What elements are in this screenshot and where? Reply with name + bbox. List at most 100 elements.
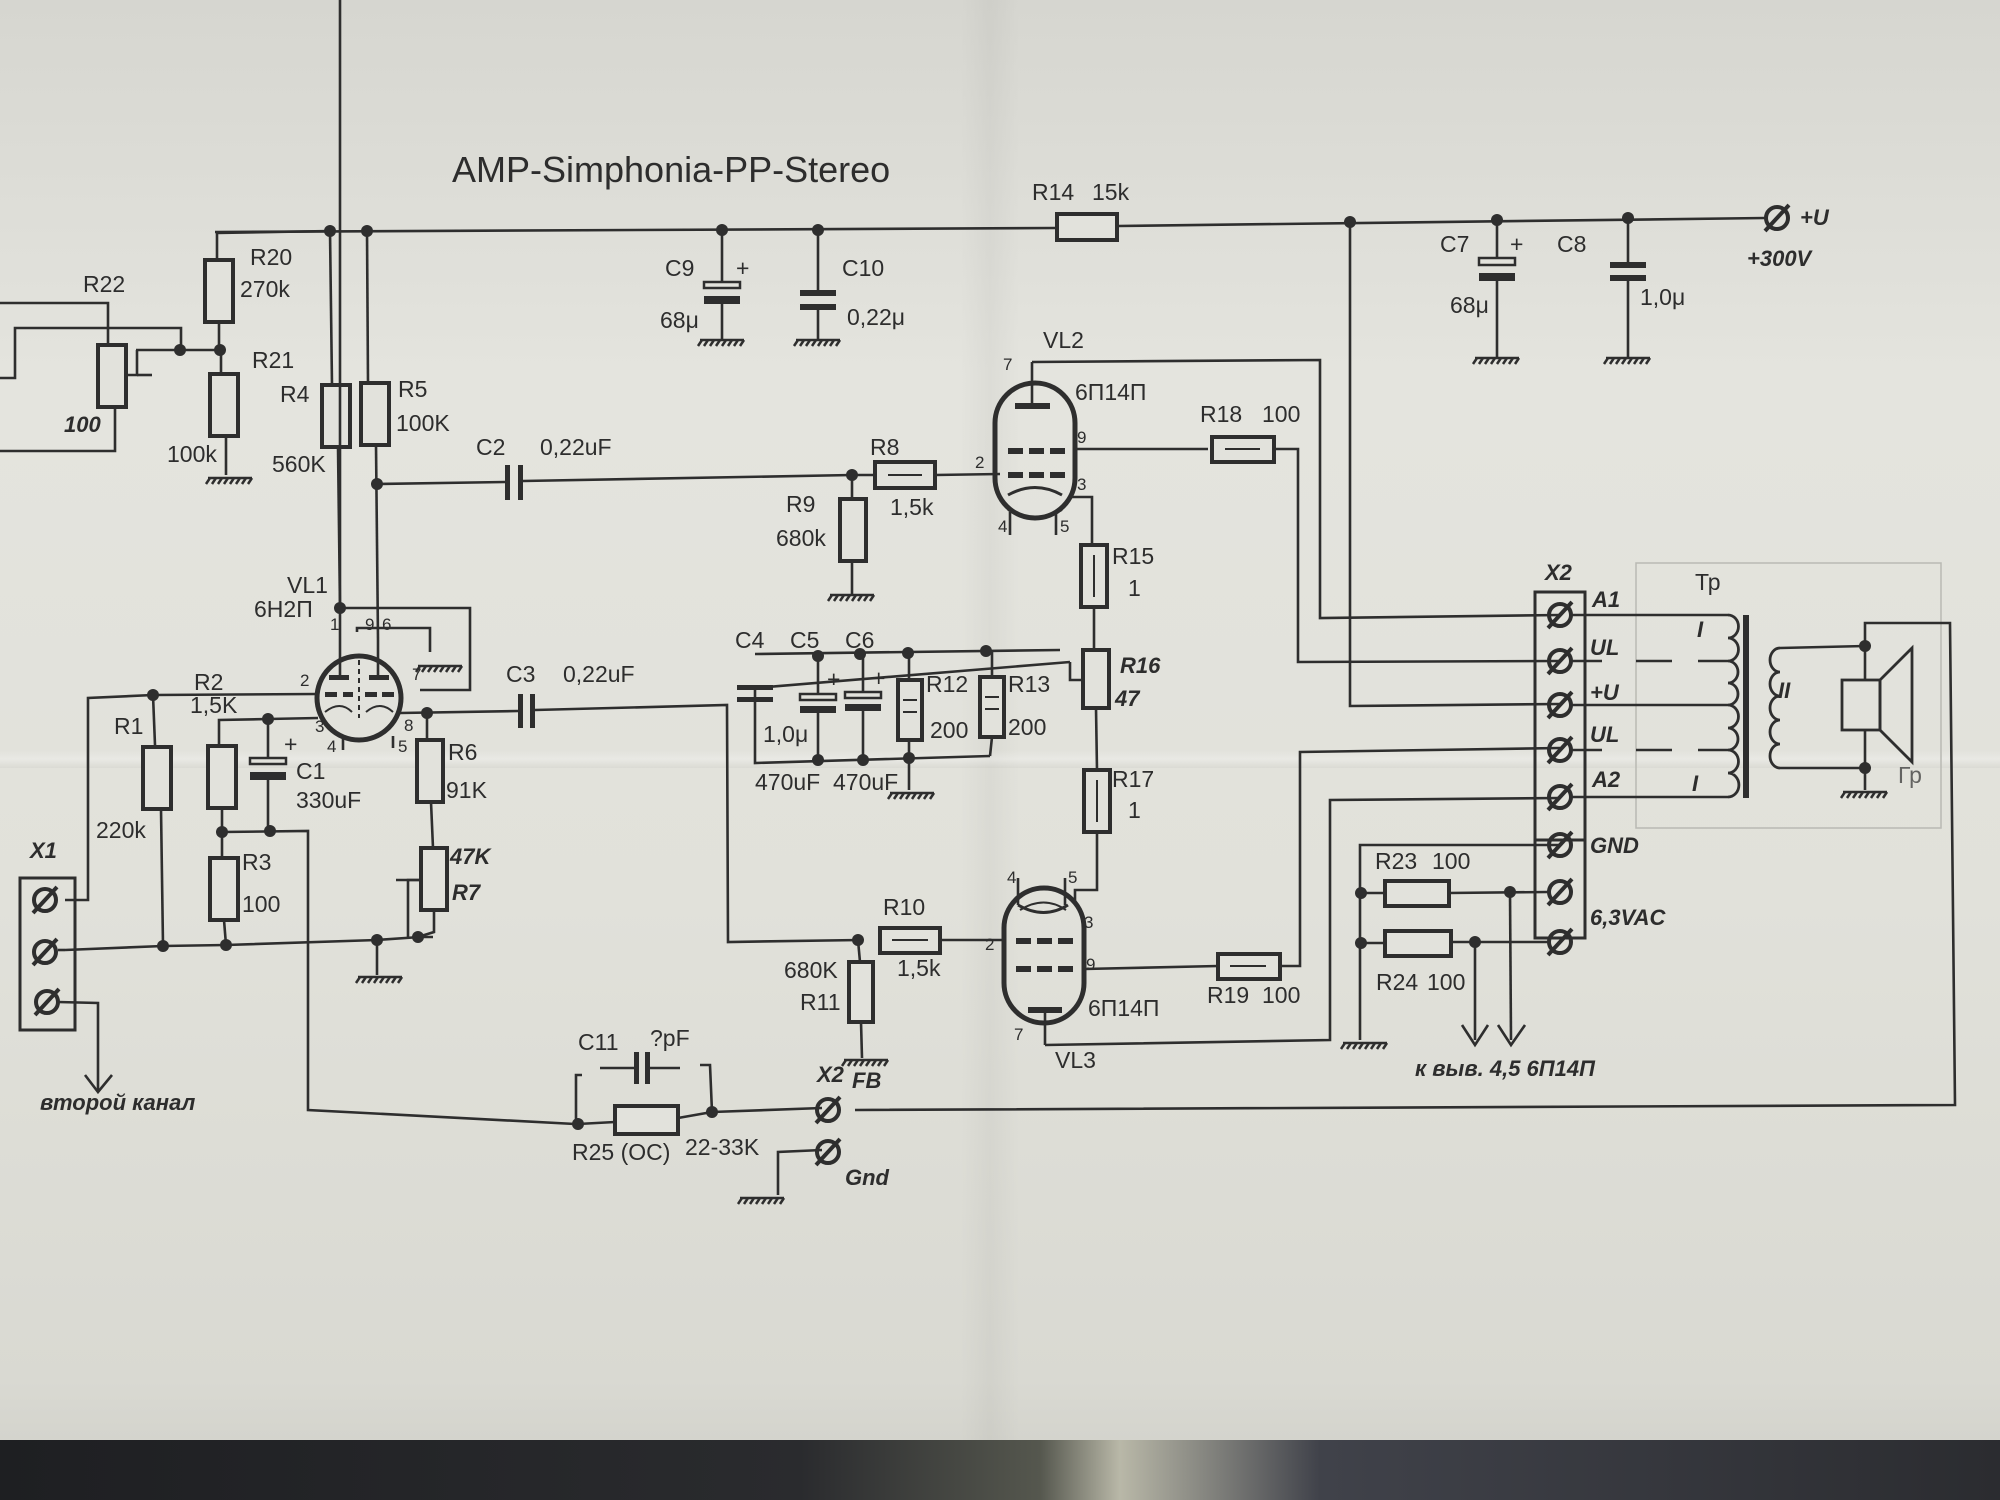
vl3-pin-3: 3 [1084,913,1093,932]
speaker[interactable]: Гр [854,621,1957,1112]
resistor-r6[interactable]: R6 91K [415,713,488,849]
capacitor-c11[interactable]: C11 ?pF [578,1025,690,1084]
c10-value: 0,22μ [847,304,905,330]
tube-vl2[interactable]: VL2 6П14П 7 9 2 3 4 5 [975,327,1561,620]
r20-value: 270k [240,276,290,302]
potentiometer-r7[interactable]: 47K R7 [396,844,492,939]
r21-ref: R21 [252,347,294,373]
r8-ref: R8 [870,434,899,460]
vl1-pin-2: 2 [300,671,309,690]
x2-pin-plus-u: +U [1590,680,1620,705]
potentiometer-r16[interactable]: R16 47 [1068,648,1161,771]
c11-value: ?pF [650,1025,690,1051]
r6-value: 91K [446,777,488,803]
feedback-terminal[interactable]: X2 FB Gnd [814,1062,890,1190]
secondary-label: II [1778,678,1791,703]
resistor-r24[interactable]: R24 100 [1376,929,1465,995]
tube-vl1[interactable]: VL1 6Н2П 1 9 6 2 7 3 8 4 5 [254,0,472,756]
resistor-r3[interactable]: R3 100 [208,832,280,946]
resistor-r10[interactable]: R10 1,5k [878,894,1005,981]
svg-text:+: + [284,731,297,757]
capacitor-c1[interactable]: + C1 330uF [248,719,361,831]
r17-value: 1 [1128,797,1141,823]
supply-terminal[interactable]: +U +300V [1747,203,1830,271]
resistor-r23[interactable]: R23 100 [1375,848,1470,908]
r15-value: 1 [1128,575,1141,601]
vl1-type: 6Н2П [254,596,313,622]
vl1-pin-4: 4 [327,737,336,756]
resistor-r18[interactable]: R18 100 [1200,401,1561,664]
vl3-pin-9: 9 [1086,955,1095,974]
resistor-r19[interactable]: R19 100 [1207,746,1561,1008]
capacitor-c3[interactable]: C3 0,22uF [399,661,861,944]
capacitor-c5[interactable]: C5 + 470uF [755,627,840,795]
x2-ref: X2 [1543,560,1573,585]
capacitor-c10[interactable]: C10 0,22μ [792,230,905,348]
tube-vl3[interactable]: VL3 6П14П 4 5 3 2 9 7 [985,796,1561,1073]
c4-ref: C4 [735,627,765,653]
vl2-pin-2: 2 [975,453,984,472]
resistor-r20[interactable]: R20 270k [203,229,331,348]
resistor-r2[interactable]: R2 1,5K [190,669,238,830]
second-channel-note: второй канал [40,1090,196,1115]
resistor-r11[interactable]: 680K R11 [784,939,890,1068]
heater-network: к выв. 4,5 6П14П [1339,843,1596,1081]
r13-ref: R13 [1008,671,1050,697]
r4-value: 560K [272,451,326,477]
r14-value: 15k [1092,179,1130,205]
r9-value: 680k [776,525,826,551]
c7-ref: C7 [1440,231,1469,257]
resistor-r8[interactable]: R8 1,5k [852,434,1001,520]
vl3-pin-4: 4 [1007,868,1016,887]
resistor-r9[interactable]: R9 680k [776,475,876,603]
supply-terminal-label: +U [1800,205,1830,230]
r2-ref: R2 [194,669,223,695]
vl3-type: 6П14П [1088,995,1159,1021]
r1-value: 220k [96,817,146,843]
capacitor-c6[interactable]: C6 + 470uF [833,627,898,795]
c3-ref: C3 [506,661,535,687]
c5-value: 470uF [755,769,820,795]
x2-pin-ul2: UL [1590,722,1619,747]
resistor-r5[interactable]: R5 100K [359,230,450,641]
c6-ref: C6 [845,627,874,653]
primary-label-2: I [1692,771,1699,796]
c9-value: 68μ [660,307,699,333]
r7-ref: R7 [452,880,482,905]
resistor-r13[interactable]: R13 200 [978,651,1050,757]
r18-ref: R18 [1200,401,1242,427]
r22-value: 100 [64,412,101,437]
output-transformer[interactable]: Тр I I II [1572,562,1942,829]
transformer-ref: Тр [1695,569,1721,595]
resistor-r15[interactable]: R15 1 [1079,543,1154,650]
resistor-r25[interactable]: R25 (OC) 22-33K [572,1104,760,1165]
resistor-r12[interactable]: R12 200 [896,653,968,758]
resistor-r17[interactable]: R17 1 [1073,766,1154,905]
capacitor-c2[interactable]: C2 0,22uF [376,434,853,500]
capacitor-c9[interactable]: C9 + 68μ [660,230,749,348]
heater-note: к выв. 4,5 6П14П [1415,1056,1596,1081]
r23-ref: R23 [1375,848,1417,874]
r14-ref: R14 [1032,179,1074,205]
r3-ref: R3 [242,849,271,875]
c8-value: 1,0μ [1640,284,1685,310]
connector-x1[interactable]: X1 второй канал [18,838,196,1115]
resistor-r1[interactable]: R1 220k [96,694,173,946]
vl2-pin-5: 5 [1060,517,1069,536]
capacitor-c8[interactable]: C8 1,0μ [1557,218,1685,366]
vl2-pin-7: 7 [1003,355,1012,374]
r11-ref: R11 [800,989,841,1015]
r21-value: 100k [167,441,217,467]
capacitor-c4[interactable]: C4 1,0μ [735,627,808,747]
connector-x2[interactable]: X2 A1 UL +U UL A2 GND 6,3VAC [1533,560,1667,957]
r8-value: 1,5k [890,494,934,520]
resistor-r21[interactable]: R21 100k [167,347,294,486]
capacitor-c7[interactable]: C7 + 68μ [1440,220,1523,366]
r11-value: 680K [784,957,838,983]
potentiometer-r22[interactable]: R22 100 [0,271,183,453]
vl2-pin-9: 9 [1077,428,1086,447]
vl1-pin-5: 5 [398,737,407,756]
resistor-r14[interactable]: R14 15k [1032,179,1130,242]
c6-value: 470uF [833,769,898,795]
vl1-pin-7: 7 [412,665,421,684]
